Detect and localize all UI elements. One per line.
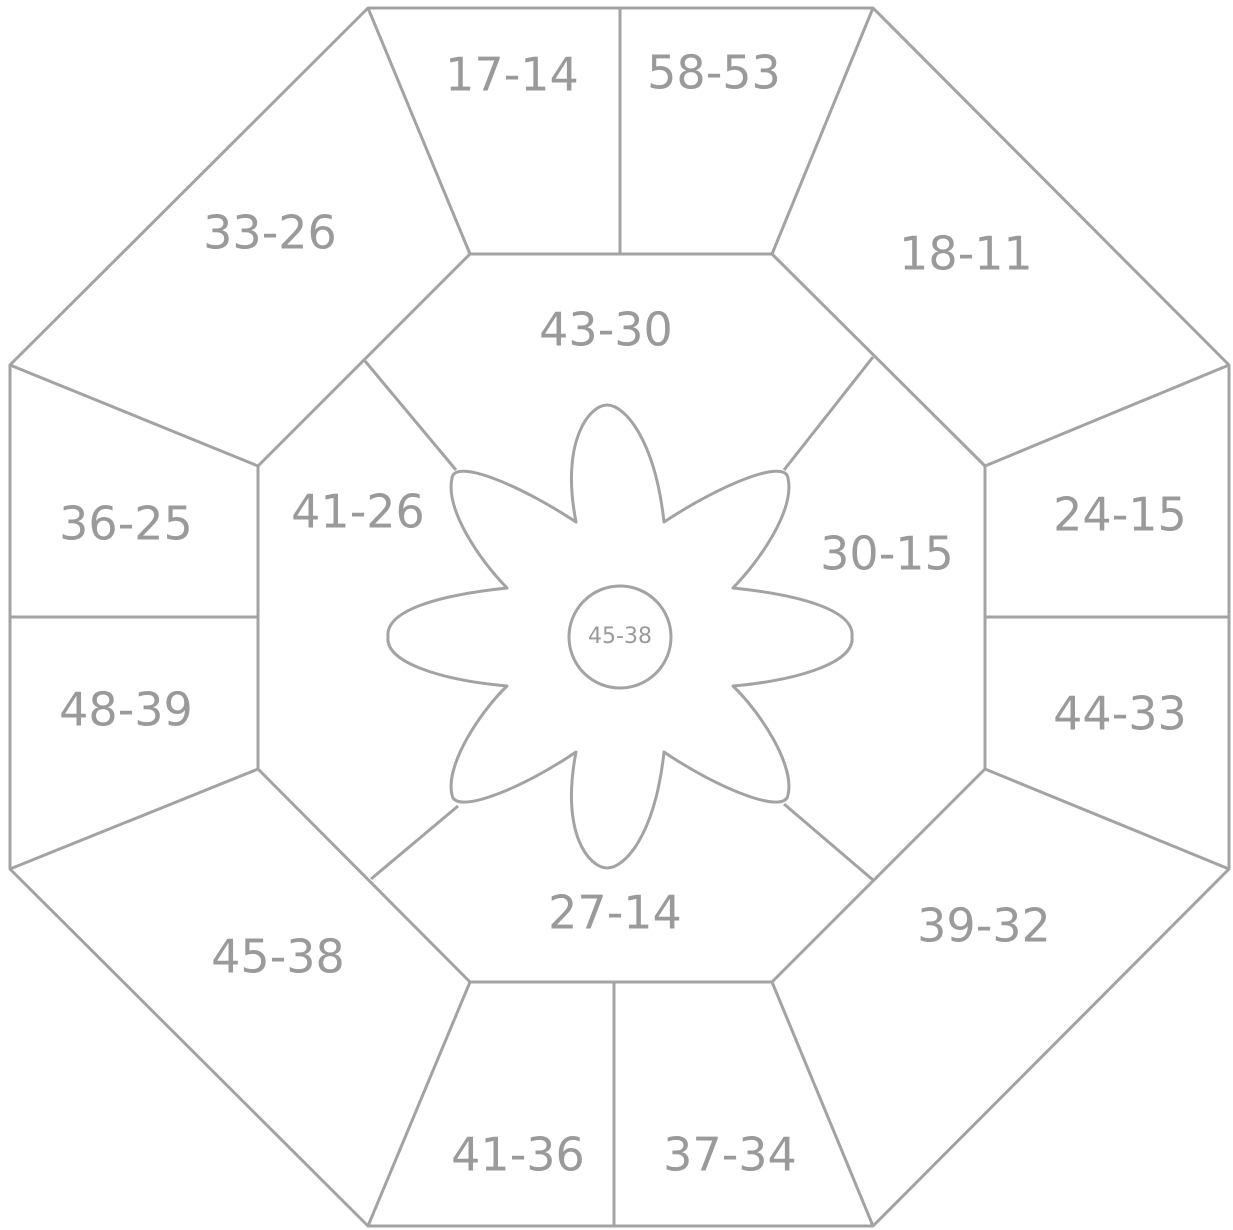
divider-line bbox=[10, 365, 258, 466]
region-label: 17-14 bbox=[445, 48, 579, 102]
center-label: 45-38 bbox=[588, 624, 652, 649]
divider-line bbox=[772, 8, 873, 254]
region-label: 41-36 bbox=[451, 1128, 585, 1182]
region-label: 48-39 bbox=[59, 683, 193, 737]
region-label: 30-15 bbox=[820, 527, 954, 581]
divider-line bbox=[365, 361, 456, 470]
region-label: 45-38 bbox=[211, 930, 345, 984]
divider-line bbox=[10, 769, 258, 869]
region-label: 43-30 bbox=[539, 303, 673, 357]
divider-line bbox=[784, 357, 873, 470]
region-label: 18-11 bbox=[899, 227, 1033, 281]
region-label: 36-25 bbox=[59, 497, 193, 551]
divider-line bbox=[368, 982, 470, 1226]
region-label: 39-32 bbox=[917, 899, 1051, 953]
divider-line bbox=[371, 806, 458, 879]
region-label: 24-15 bbox=[1053, 488, 1187, 542]
divider-line bbox=[772, 982, 873, 1226]
region-label: 41-26 bbox=[291, 485, 425, 539]
divider-line bbox=[368, 8, 470, 254]
region-label: 33-26 bbox=[203, 206, 337, 260]
region-label: 27-14 bbox=[548, 886, 682, 940]
region-label: 37-34 bbox=[663, 1128, 797, 1182]
divider-line bbox=[784, 804, 873, 880]
divider-line bbox=[985, 769, 1229, 869]
divider-line bbox=[985, 365, 1229, 466]
region-label: 58-53 bbox=[647, 46, 781, 100]
diagram-lines bbox=[10, 8, 1229, 1226]
region-label: 44-33 bbox=[1053, 687, 1187, 741]
